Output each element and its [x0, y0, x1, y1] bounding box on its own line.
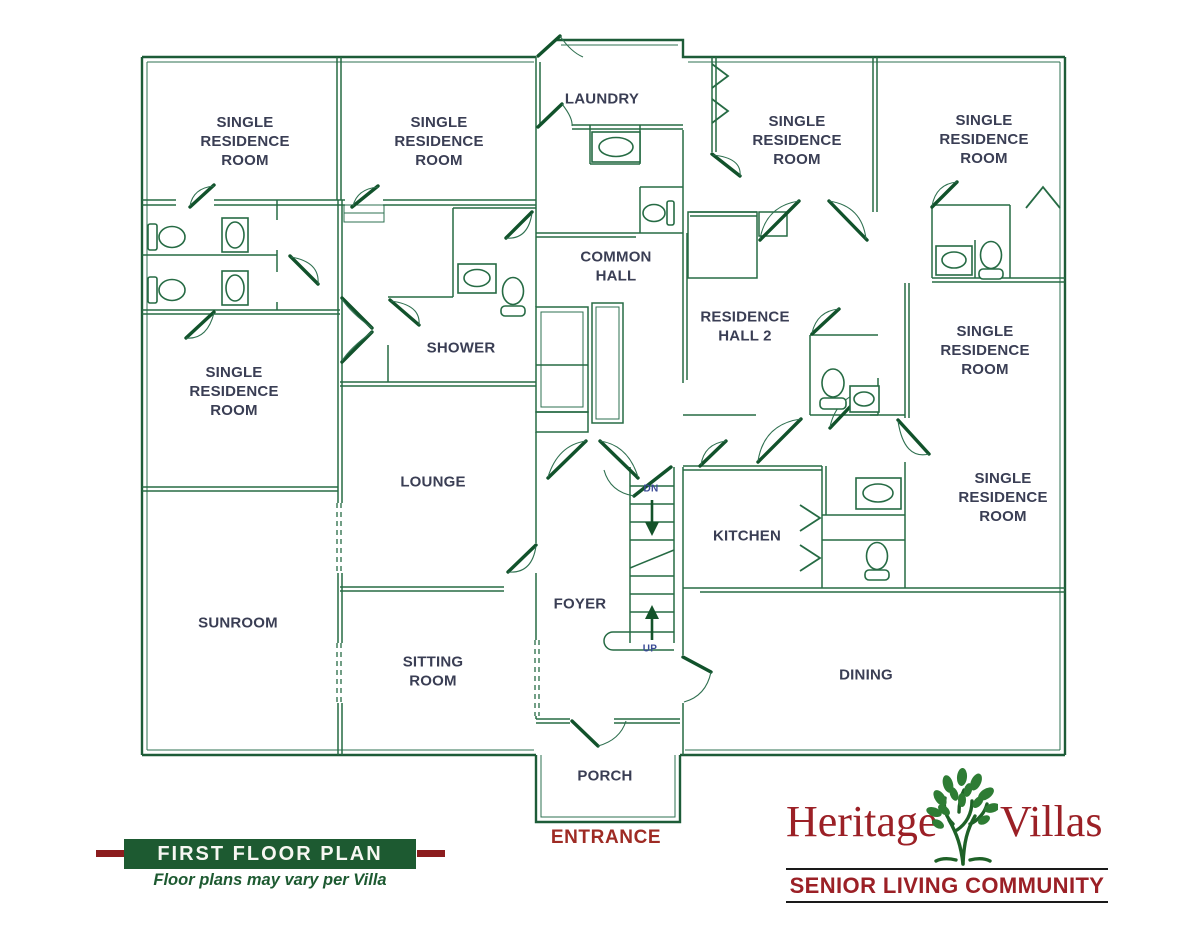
room-label-porch: PORCH: [577, 767, 633, 785]
room-label-dining: DINING: [839, 666, 893, 684]
entrance-label: ENTRANCE: [550, 827, 662, 848]
closet-elevator-blocks: [535, 211, 788, 433]
room-label-single-residence-room-f: SINGLE RESIDENCE ROOM: [189, 363, 279, 419]
room-label-residence-hall-2: RESIDENCE HALL 2: [700, 308, 790, 344]
room-label-single-residence-room-c: SINGLE RESIDENCE ROOM: [752, 112, 842, 168]
bifold-door-symbols: [711, 63, 1061, 572]
stairs-up-label: UP: [642, 643, 658, 655]
room-label-shower: SHOWER: [426, 339, 496, 357]
banner-title: FIRST FLOOR PLAN: [124, 839, 416, 869]
room-label-lounge: LOUNGE: [400, 473, 466, 491]
window-dashed-walls: [336, 503, 540, 716]
interior-walls: [142, 57, 1065, 755]
room-label-single-residence-room-e: SINGLE RESIDENCE ROOM: [940, 322, 1030, 378]
room-label-sitting-room: SITTING ROOM: [402, 653, 464, 689]
heritage-villas-logo: Heritage: [786, 766, 1108, 906]
staircase: [603, 467, 675, 651]
stairs-down-label: DN: [643, 483, 659, 495]
banner-right-tick: [417, 850, 445, 857]
stairs-down-arrow-icon: [645, 522, 659, 536]
room-label-common-hall: COMMON HALL: [580, 248, 652, 284]
logo-name-left: Heritage: [786, 797, 938, 846]
tree-leaves: [926, 768, 998, 829]
room-label-kitchen: KITCHEN: [712, 527, 782, 545]
room-label-single-residence-room-d: SINGLE RESIDENCE ROOM: [939, 111, 1029, 167]
room-label-foyer: FOYER: [553, 595, 607, 613]
room-label-single-residence-room-a: SINGLE RESIDENCE ROOM: [200, 113, 290, 169]
banner-subtitle: Floor plans may vary per Villa: [153, 871, 387, 889]
stairs-up-arrow-icon: [645, 605, 659, 619]
title-banner: FIRST FLOOR PLAN Floor plans may vary pe…: [96, 837, 448, 889]
logo-tagline: SENIOR LIVING COMMUNITY: [786, 868, 1108, 903]
room-label-laundry: LAUNDRY: [564, 90, 640, 108]
room-label-single-residence-room-b: SINGLE RESIDENCE ROOM: [394, 113, 484, 169]
banner-left-tick: [96, 850, 124, 857]
outer-walls: [140, 38, 1067, 824]
room-label-sunroom: SUNROOM: [198, 614, 278, 632]
logo-name-right: Villas: [1000, 797, 1103, 846]
room-label-single-residence-room-g: SINGLE RESIDENCE ROOM: [958, 469, 1048, 525]
toilet-fixtures: [147, 200, 1004, 581]
sink-fixtures: [221, 131, 973, 510]
